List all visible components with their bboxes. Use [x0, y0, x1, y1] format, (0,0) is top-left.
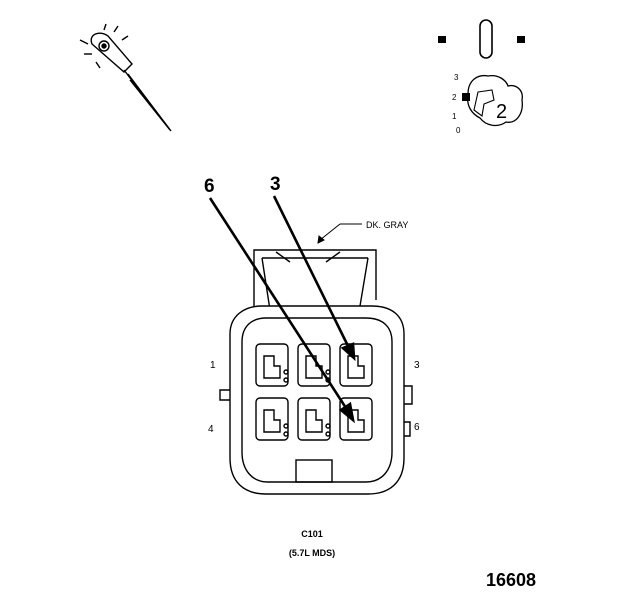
key-scale-1: 1: [452, 112, 457, 121]
pin-label-4: 4: [208, 424, 214, 435]
pin-label-1: 1: [210, 360, 216, 371]
wire-color-leader: [317, 223, 362, 244]
key-scale-3: 3: [454, 73, 459, 82]
figure-number: 16608: [486, 570, 536, 590]
key-scale-0: 0: [456, 126, 461, 135]
pin-label-6: 6: [414, 422, 420, 433]
connector-variant: (5.7L MDS): [289, 548, 335, 558]
callout-leader-pin-6: [208, 197, 355, 424]
key-position-number: 2: [496, 101, 507, 123]
callout-leader-pin-3: [272, 195, 356, 362]
callout-pin-6: 6: [204, 176, 215, 197]
callout-pin-3: 3: [270, 174, 281, 195]
pin-label-3: 3: [414, 360, 420, 371]
connector-id: C101: [301, 529, 323, 539]
connector-face-icon: [219, 249, 413, 495]
test-probe-icon: [79, 23, 172, 132]
key-scale-2: 2: [452, 93, 457, 102]
wire-color-label: DK. GRAY: [366, 220, 408, 230]
ignition-key-position-icon: 3 2 1 0 2: [438, 19, 525, 135]
